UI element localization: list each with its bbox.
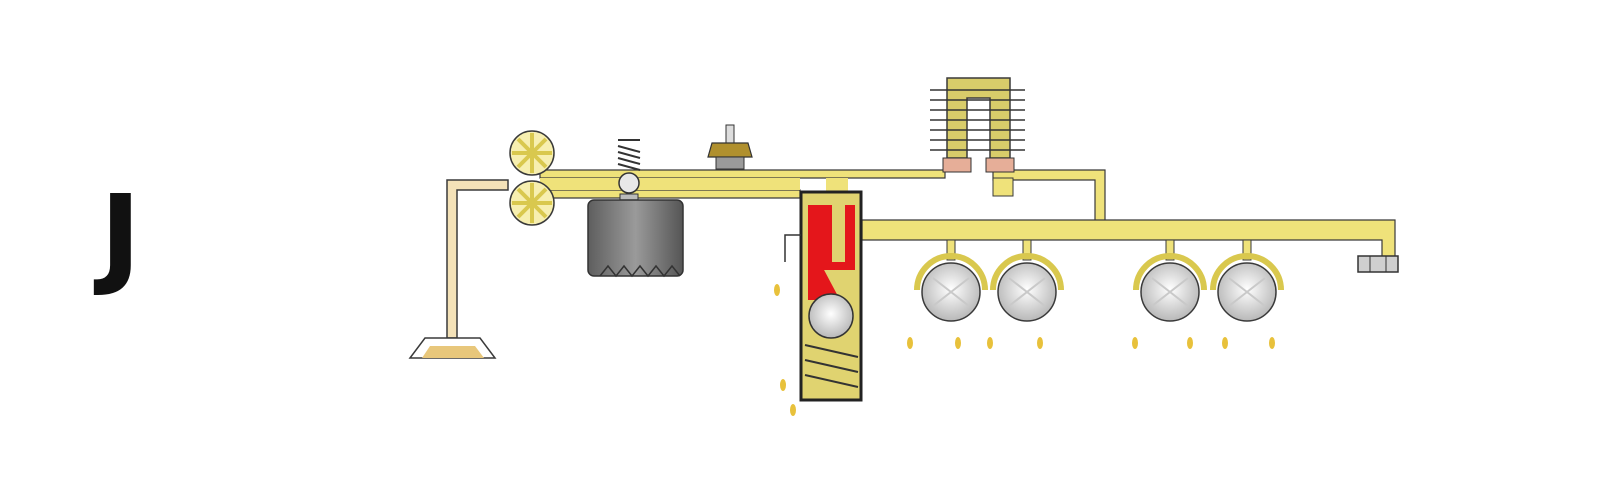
plug-icon: [1357, 255, 1399, 273]
bearing-shell-3: [1133, 253, 1207, 291]
suction-line: [446, 179, 509, 339]
bearing-highlight-2: [1008, 277, 1046, 307]
bearing-feed-3: [1165, 239, 1175, 261]
bearing-highlight-3: [1151, 277, 1189, 307]
bearing-feed-2: [1022, 239, 1032, 261]
bearing-highlight-1: [932, 277, 970, 307]
bypass-valve-icon: [784, 190, 863, 402]
gear-pump-icon: [509, 130, 555, 226]
bearing-icon: [914, 239, 1284, 322]
panel-label: J: [100, 171, 141, 299]
sump-icon: [408, 337, 497, 359]
bearing-feed-1: [946, 239, 956, 261]
bearing-shell-2: [990, 253, 1064, 291]
pressure-sender-icon: [707, 124, 753, 170]
oil-drips: [774, 284, 1275, 416]
bearing-highlight-4: [1228, 277, 1266, 307]
bearing-shell-4: [1210, 253, 1284, 291]
oil-filter-icon: [587, 199, 684, 278]
spring-ball-valve-icon: [617, 139, 641, 203]
oil-cooler-icon: [930, 77, 1025, 173]
bearing-feed-4: [1242, 239, 1252, 261]
bearing-shell-1: [914, 253, 988, 291]
